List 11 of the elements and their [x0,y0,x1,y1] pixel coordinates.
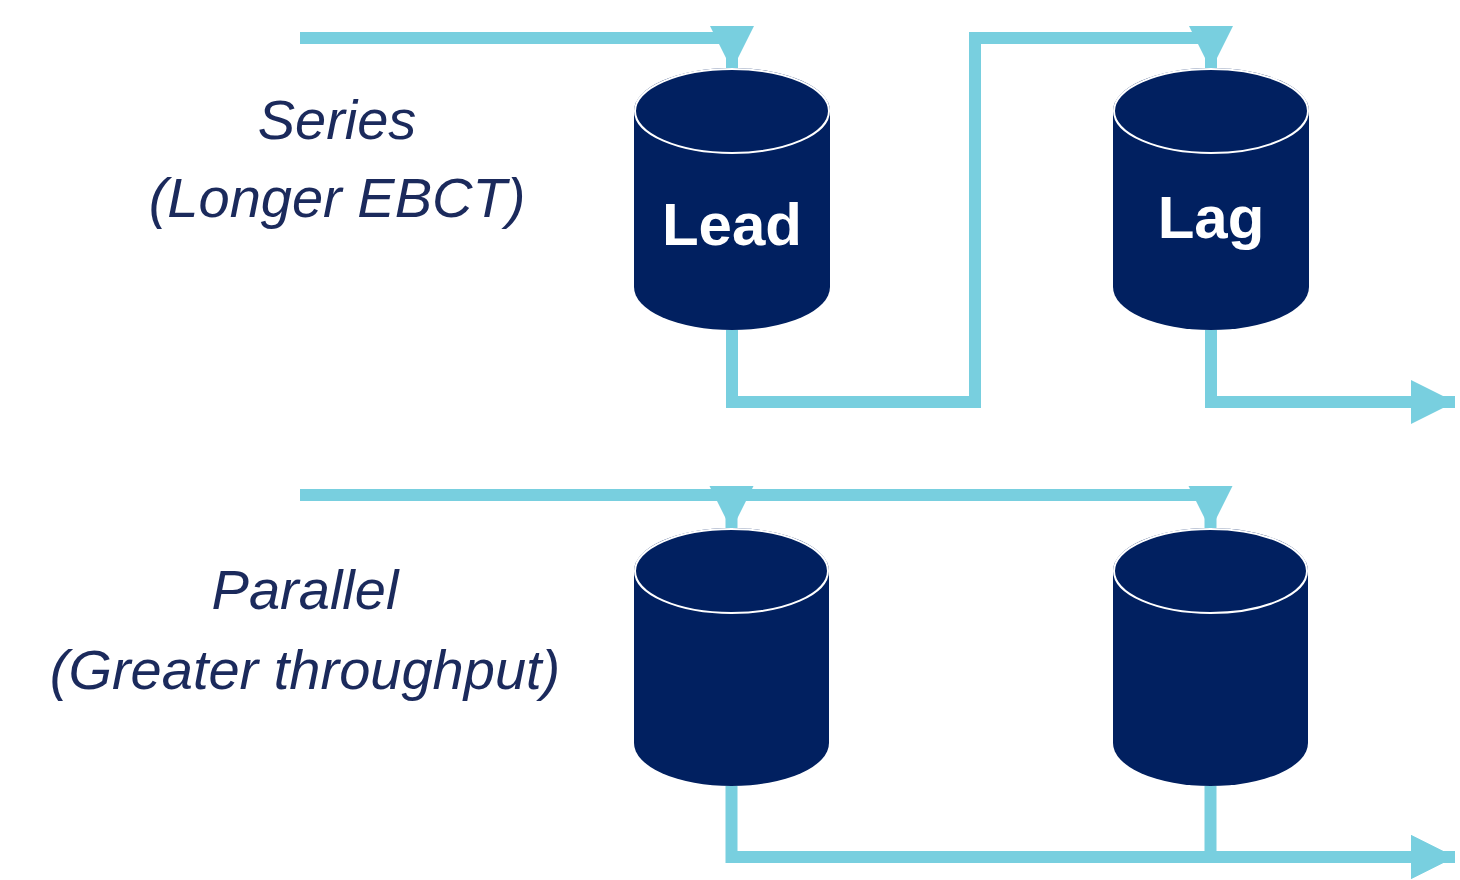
tank-cylinder [634,68,830,330]
flow-arrow [726,26,1233,408]
flow-arrow [300,26,754,70]
tank-label: Lead [660,195,803,255]
tank-cylinder [1113,68,1309,330]
configuration-label: Parallel [211,562,399,618]
tank-cylinder [634,528,829,786]
flow-arrow [1205,330,1455,424]
configuration-label: Series [257,92,417,148]
tank-cylinder [1113,528,1308,786]
tank-label: Lag [1156,188,1266,248]
